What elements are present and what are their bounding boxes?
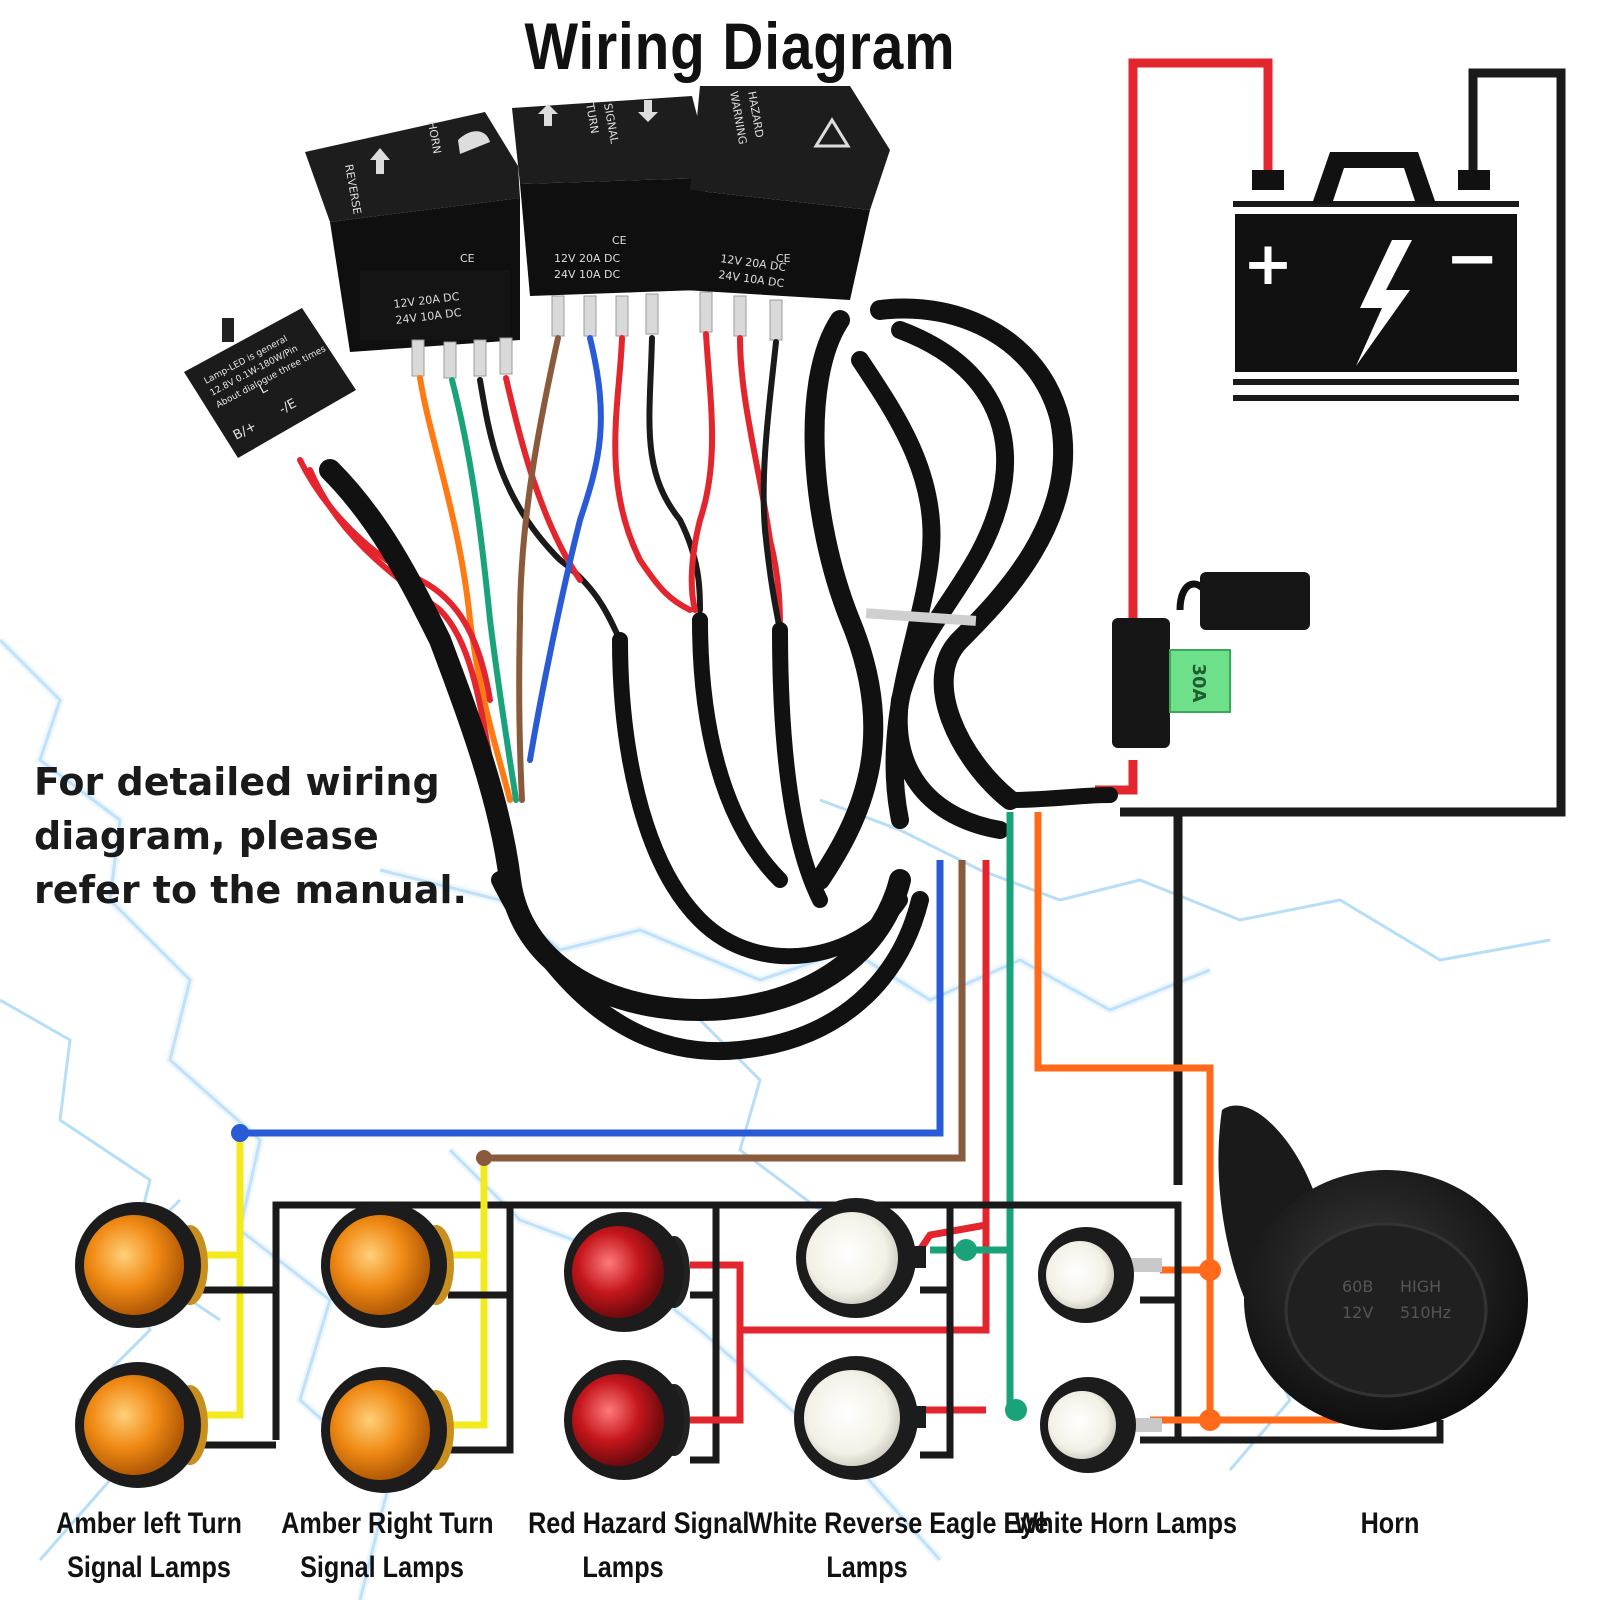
manual-note-line-1: For detailed wiring [34,760,440,804]
svg-text:60B: 60B [1342,1277,1373,1296]
svg-text:12V 20A DC: 12V 20A DC [554,252,621,265]
battery-black-wire [1120,68,1566,1185]
manual-note: For detailed wiring diagram, please refe… [34,755,494,917]
fuse-rating: 30A [1188,664,1209,703]
horn [1218,1105,1528,1430]
amber-lamp [75,1202,208,1328]
white-horn-lamps [1038,1227,1162,1473]
label-white-reverse-eagle-eye: White Reverse Eagle Eye Lamps [748,1507,1049,1584]
rocker-switch-hazard[interactable] [684,86,890,300]
manual-note-line-3: refer to the manual. [34,868,467,912]
svg-text:CE: CE [776,252,791,265]
switch-arrow-icons [370,100,851,174]
horn-embossed-text: 60B HIGH 12V 510Hz [1342,1277,1451,1322]
battery-minus-sign: − [1445,222,1499,296]
label-red-hazard: Red Hazard Signal Lamps [528,1507,750,1584]
rocker-switch-turn-signal[interactable] [512,96,706,296]
svg-text:TURN: TURN [583,101,601,134]
svg-text:24V 10A DC: 24V 10A DC [554,268,621,281]
white-lamp [1040,1377,1162,1473]
label-amber-left-turn: Amber left Turn Signal Lamps [56,1507,242,1584]
label-amber-right-turn: Amber Right Turn Signal Lamps [281,1507,494,1584]
battery-icon [1235,152,1517,372]
cable-tie [865,608,977,626]
white-reverse-eagle-eye-lamps [794,1198,926,1480]
battery-plus-sign: + [1243,229,1293,299]
svg-text:CE: CE [612,234,627,247]
amber-lamp [321,1367,454,1493]
amber-lamp [75,1362,208,1488]
eagle-eye-lamp [796,1198,926,1318]
amber-left-turn-lamps [75,1202,208,1488]
flasher-relay [184,308,356,458]
svg-text:510Hz: 510Hz [1400,1303,1451,1322]
white-lamp [1038,1227,1162,1323]
manual-note-line-2: diagram, please [34,814,379,858]
junction-dots [231,1124,1221,1431]
amber-lamp [321,1202,454,1328]
eagle-eye-lamp [794,1356,926,1480]
page-title: Wiring Diagram [524,9,956,83]
svg-text:12V: 12V [1342,1303,1373,1322]
amber-right-turn-lamps [321,1202,454,1493]
red-hazard-lamps [564,1212,690,1480]
harness-loom [319,298,1118,1060]
label-horn: Horn [1360,1507,1420,1540]
label-white-horn: White Horn Lamps [1014,1507,1238,1540]
svg-text:HIGH: HIGH [1400,1277,1441,1296]
lamp-bus-wires [200,812,1444,1464]
red-lamp [564,1360,690,1480]
battery-outline [1233,201,1519,401]
fuse-holder [1112,572,1310,748]
red-lamp [564,1212,690,1332]
svg-text:HORN: HORN [425,120,444,155]
svg-text:CE: CE [460,252,475,265]
svg-text:-/E: -/E [277,396,299,417]
